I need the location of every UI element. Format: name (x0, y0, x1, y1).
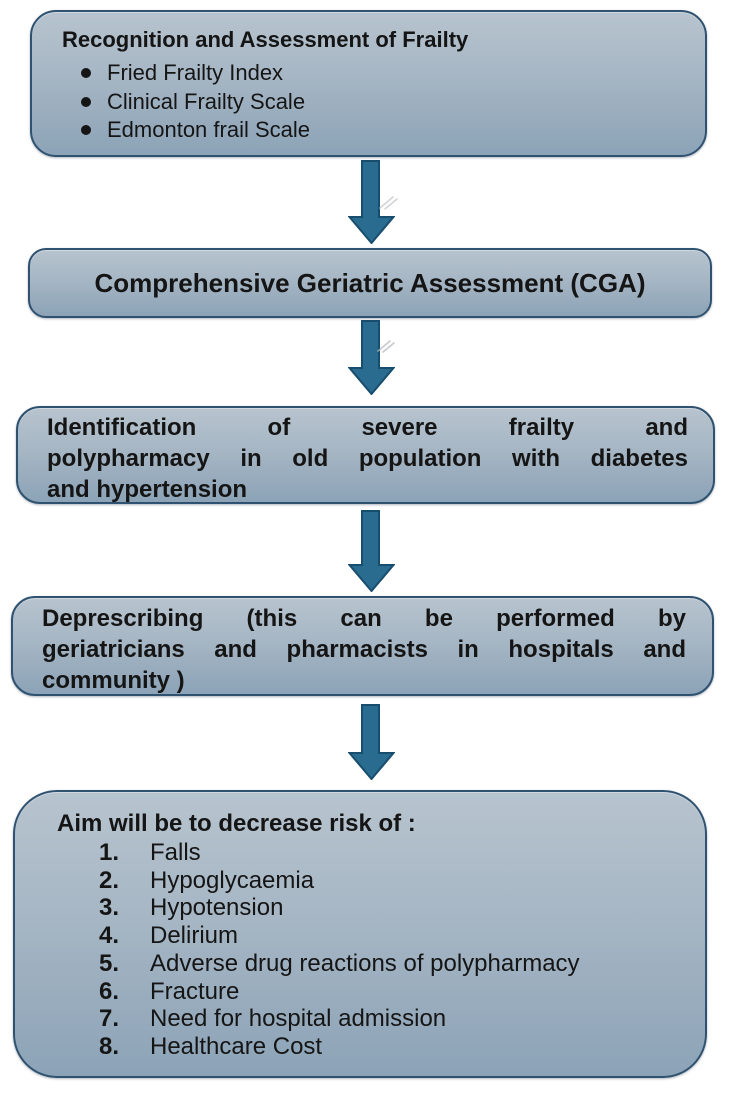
aim-item-hypoglycaemia: 2. Hypoglycaemia (99, 867, 685, 895)
bullet-item-fried: Fried Frailty Index (62, 59, 681, 88)
aim-item-number: 7. (99, 1005, 120, 1033)
aim-item-text: Adverse drug reactions of polypharmacy (150, 949, 580, 977)
down-arrow-icon (348, 320, 395, 395)
cga-title: Comprehensive Geriatric Assessment (CGA) (94, 267, 646, 298)
aim-item-text: Hypotension (150, 894, 284, 922)
identification-line-3: and hypertension (47, 476, 248, 503)
bullet-item-edmonton: Edmonton frail Scale (62, 116, 681, 145)
aim-item-text: Need for hospital admission (150, 1005, 447, 1033)
aim-item-text: Healthcare Cost (150, 1032, 323, 1060)
frailty-recognition-title: Recognition and Assessment of Frailty (62, 27, 469, 52)
aim-item-number: 2. (99, 866, 120, 894)
identification-line-1: Identification of severe frailty and (47, 414, 688, 441)
down-arrow-2 (348, 320, 395, 395)
deprescribing-line-3: community ) (42, 667, 185, 694)
aim-item-number: 5. (99, 949, 120, 977)
aim-item-text: Delirium (150, 922, 239, 950)
aim-item-number: 3. (99, 894, 120, 922)
aim-item-text: Falls (150, 839, 201, 866)
aim-item-number: 8. (99, 1032, 120, 1060)
box-deprescribing: Deprescribing (this can be performed by … (11, 596, 714, 696)
aim-item-hospital-admission: 7. Need for hospital admission (99, 1005, 685, 1033)
down-arrow-icon (348, 160, 395, 244)
aim-item-number: 1. (99, 839, 120, 866)
aim-item-text: Fracture (150, 977, 240, 1005)
aim-item-number: 4. (99, 922, 120, 950)
frailty-scales-list: Fried Frailty Index Clinical Frailty Sca… (62, 59, 681, 145)
box-identification: Identification of severe frailty and pol… (16, 406, 715, 504)
bullet-item-clinical: Clinical Frailty Scale (62, 88, 681, 117)
aim-item-hypotension: 3. Hypotension (99, 894, 685, 922)
down-arrow-3 (348, 510, 395, 592)
aim-item-text: Hypoglycaemia (150, 866, 315, 894)
down-arrow-1 (348, 160, 395, 244)
aim-item-healthcare-cost: 8. Healthcare Cost (99, 1033, 685, 1061)
down-arrow-icon (348, 704, 395, 780)
aim-item-delirium: 4. Delirium (99, 922, 685, 950)
aim-item-fracture: 6. Fracture (99, 978, 685, 1006)
aim-item-adr: 5. Adverse drug reactions of polypharmac… (99, 950, 685, 978)
smudge-artifact-2 (377, 340, 395, 353)
aim-item-falls: 1. Falls (99, 839, 685, 867)
aims-list: 1. Falls 2. Hypoglycaemia 3. Hypotension… (15, 839, 685, 1061)
aim-item-number: 6. (99, 977, 120, 1005)
box-frailty-recognition: Recognition and Assessment of Frailty Fr… (30, 10, 707, 157)
down-arrow-4 (348, 704, 395, 780)
down-arrow-icon (348, 510, 395, 592)
smudge-artifact-1 (379, 196, 398, 210)
box-aims: Aim will be to decrease risk of : 1. Fal… (13, 790, 707, 1078)
identification-line-2: polypharmacy in old population with diab… (47, 445, 688, 472)
aims-title: Aim will be to decrease risk of : (57, 810, 416, 837)
deprescribing-line-1: Deprescribing (this can be performed by (42, 605, 686, 632)
deprescribing-line-2: geriatricians and pharmacists in hospita… (42, 636, 686, 663)
box-cga: Comprehensive Geriatric Assessment (CGA) (28, 248, 712, 318)
